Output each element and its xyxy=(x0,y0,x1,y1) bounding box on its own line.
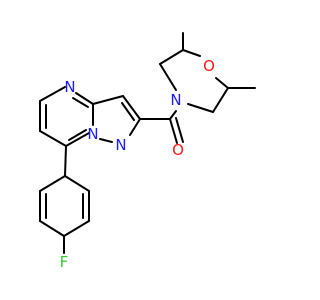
bond xyxy=(68,129,87,141)
bond xyxy=(39,130,67,147)
bond xyxy=(64,145,67,177)
bond xyxy=(65,132,90,147)
carbonyl-oxygen-label: O xyxy=(172,141,184,159)
bond xyxy=(39,220,65,237)
bond xyxy=(169,110,177,120)
bonds xyxy=(39,32,256,254)
bond xyxy=(159,49,184,65)
molecule-structure: N N N O N O F xyxy=(39,32,256,271)
molecule-diagram: N N N O N O F xyxy=(39,32,256,271)
bond xyxy=(187,103,214,113)
bridgehead-nitrogen-label: N xyxy=(87,125,98,143)
fluorine-label: F xyxy=(60,253,69,271)
bond xyxy=(72,97,89,108)
pyrimidine-nitrogen-label: N xyxy=(64,78,75,96)
bond xyxy=(129,118,141,136)
bond xyxy=(122,95,141,120)
bond xyxy=(175,117,184,143)
bond xyxy=(92,95,124,105)
bond xyxy=(39,175,66,192)
bond xyxy=(64,175,90,192)
bond xyxy=(99,138,113,143)
pyrazole-nitrogen-label: N xyxy=(115,136,126,154)
bond xyxy=(159,63,177,91)
bond xyxy=(63,220,90,237)
bond xyxy=(121,102,135,121)
bond xyxy=(182,49,201,57)
bond xyxy=(39,86,66,102)
bond xyxy=(212,87,229,113)
morpholine-oxygen-label: O xyxy=(203,57,215,75)
morpholine-nitrogen-label: N xyxy=(170,91,181,109)
bond xyxy=(169,118,178,144)
atom-labels: N N N O N O F xyxy=(60,57,215,271)
bond xyxy=(75,92,94,105)
bond xyxy=(215,77,229,89)
